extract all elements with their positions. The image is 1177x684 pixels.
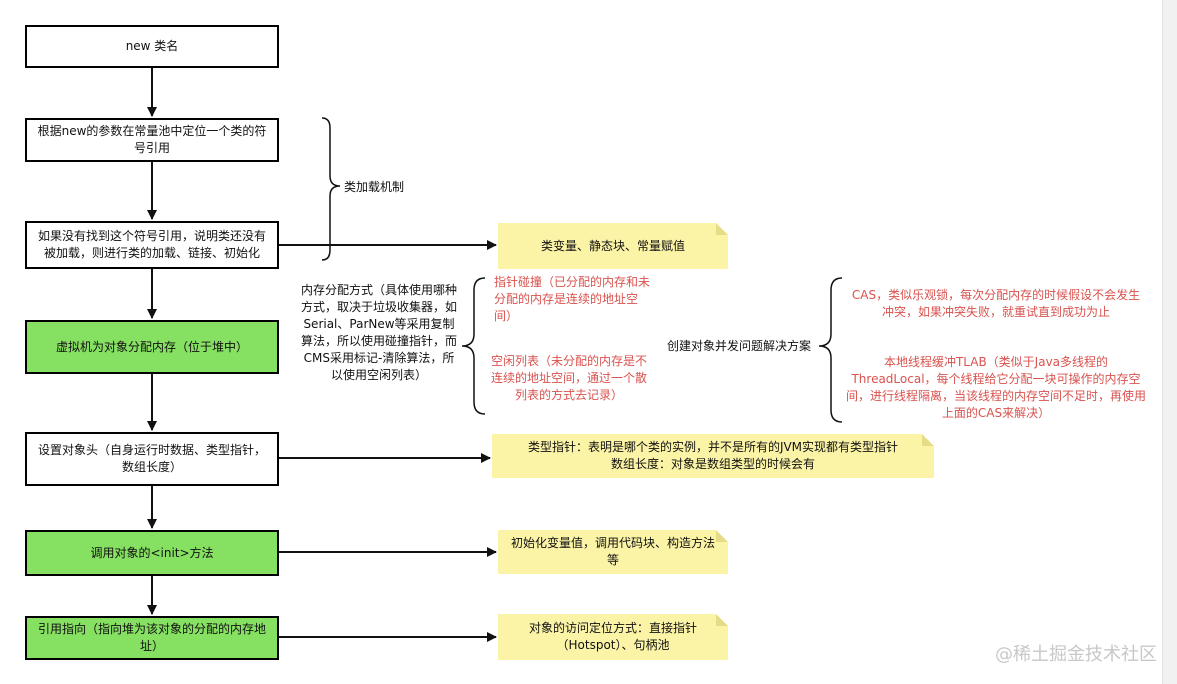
step-object-header-text: 设置对象头（自身运行时数据、类型指针，数组长度） (37, 443, 266, 474)
step-init-method: 调用对象的<init>方法 (25, 530, 279, 576)
watermark: @稀土掘金技术社区 (995, 644, 1157, 665)
label-free-list: 空闲列表（未分配的内存是不连续的地址空间，通过一个散列表的方式去记录） (490, 354, 647, 402)
brace-alloc-method (461, 277, 486, 415)
note-header-line2: 数组长度：对象是数组类型的时候会有 (610, 457, 815, 471)
step-allocate-memory: 虚拟机为对象分配内存（位于堆中） (25, 320, 279, 374)
step-reference-text: 引用指向（指向堆为该对象的分配的内存地址） (37, 622, 266, 653)
note-access-text: 对象的访问定位方式：直接指针（Hotspot）、句柄池 (528, 621, 697, 652)
brace-class-loading (321, 117, 341, 261)
step-locate-symbol-text: 根据new的参数在常量池中定位一个类的符号引用 (37, 124, 267, 155)
brace-concurrency (818, 277, 843, 423)
step-locate-symbol: 根据new的参数在常量池中定位一个类的符号引用 (25, 118, 279, 162)
note-init-method-text: 初始化变量值，调用代码块、构造方法等 (510, 536, 715, 567)
label-class-loading: 类加载机制 (344, 180, 405, 194)
label-concurrency: 创建对象并发问题解决方案 (666, 339, 811, 353)
note-object-header: 类型指针：表明是哪个类的实例，并不是所有的JVM实现都有类型指针 数组长度：对象… (492, 434, 934, 478)
step-load-class-text: 如果没有找到这个符号引用，说明类还没有被加载，则进行类的加载、链接、初始化 (37, 229, 266, 260)
step-reference: 引用指向（指向堆为该对象的分配的内存地址） (25, 616, 279, 660)
label-tlab: 本地线程缓冲TLAB（类似于Java多线程的ThreadLocal，每个线程给它… (846, 355, 1147, 420)
note-init-method: 初始化变量值，调用代码块、构造方法等 (498, 530, 728, 574)
step-init-method-text: 调用对象的<init>方法 (90, 545, 214, 560)
step-object-header: 设置对象头（自身运行时数据、类型指针，数组长度） (25, 432, 279, 486)
note-class-init-text: 类变量、静态块、常量赋值 (540, 238, 685, 253)
step-new-class-text: new 类名 (125, 39, 179, 53)
step-new-class: new 类名 (25, 25, 279, 68)
vertical-scrollbar[interactable] (1162, 0, 1177, 684)
label-pointer-bump: 指针碰撞（已分配的内存和未分配的内存是连续的地址空间） (494, 275, 651, 323)
note-class-init: 类变量、静态块、常量赋值 (498, 223, 728, 269)
label-cas: CAS，类似乐观锁，每次分配内存的时候假设不会发生冲突，如果冲突失败，就重试直到… (851, 288, 1141, 319)
step-allocate-memory-text: 虚拟机为对象分配内存（位于堆中） (55, 339, 248, 354)
step-load-class: 如果没有找到这个符号引用，说明类还没有被加载，则进行类的加载、链接、初始化 (25, 221, 279, 269)
note-header-line1: 类型指针：表明是哪个类的实例，并不是所有的JVM实现都有类型指针 (527, 440, 899, 454)
label-alloc-method: 内存分配方式（具体使用哪种方式，取决于垃圾收集器，如Serial、ParNew等… (300, 283, 457, 382)
note-access: 对象的访问定位方式：直接指针（Hotspot）、句柄池 (498, 614, 728, 660)
